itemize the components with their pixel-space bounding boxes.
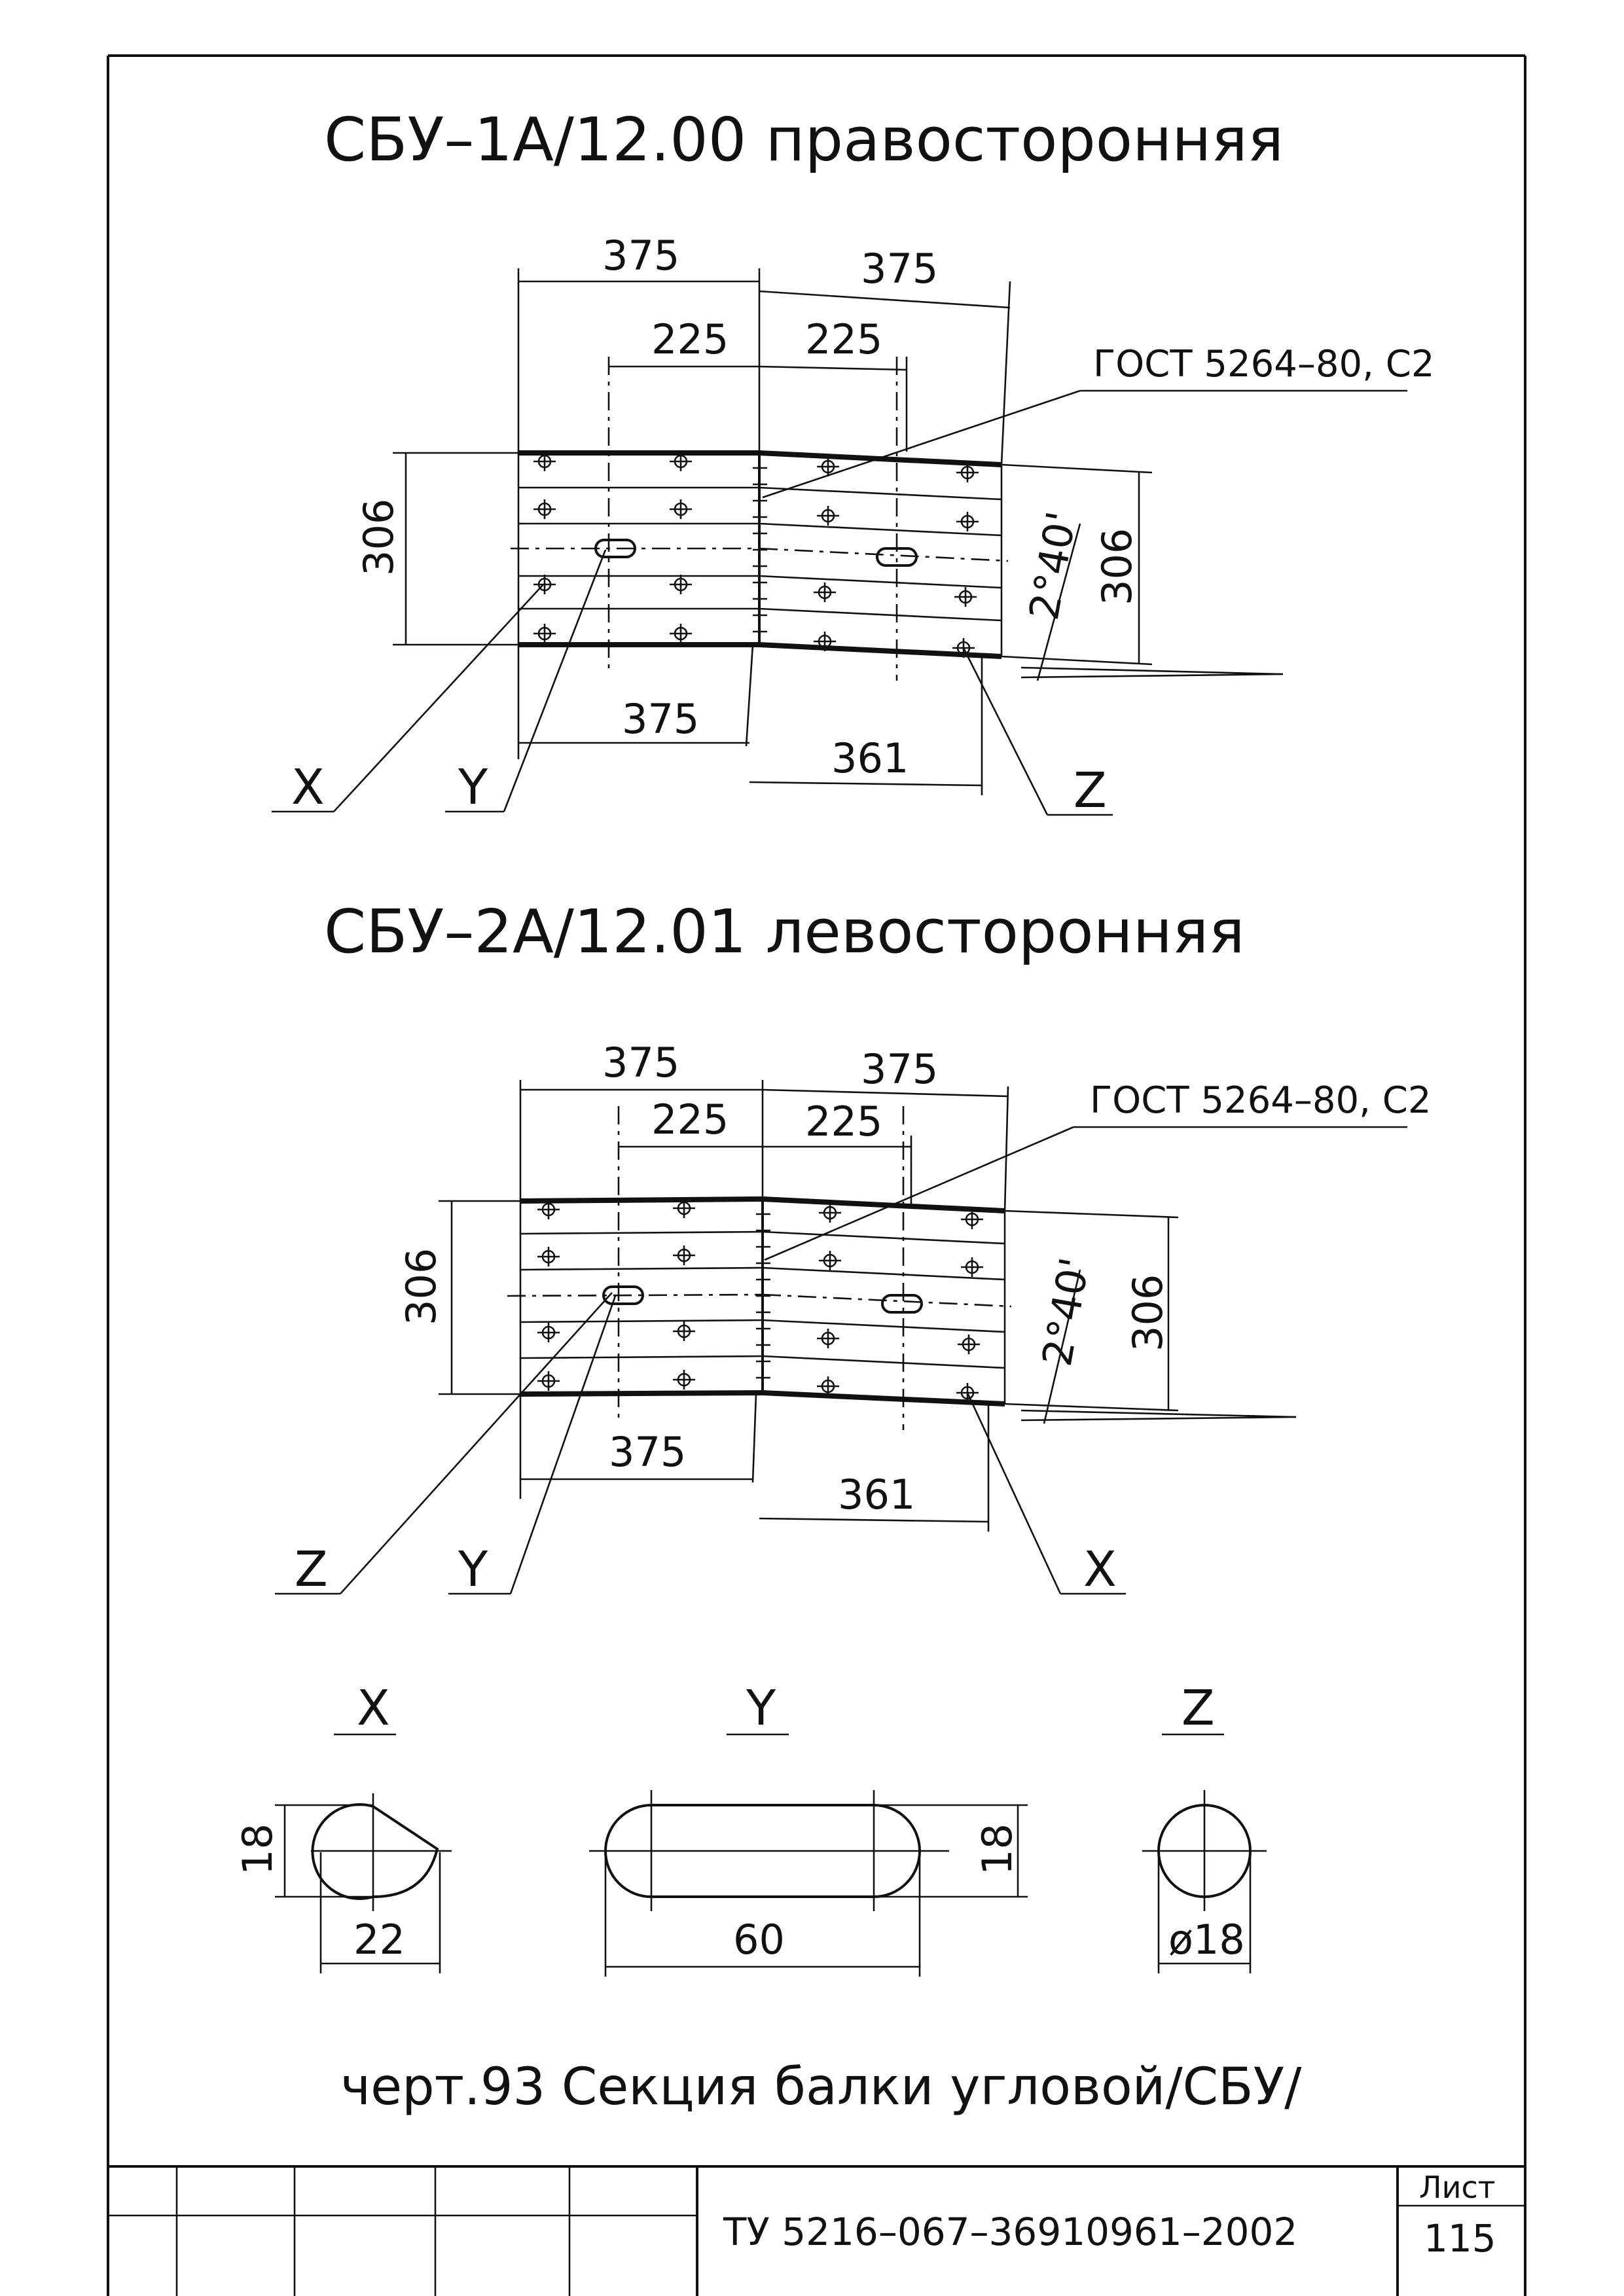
- top-gost-note: ГОСТ 5264–80, С2: [1093, 343, 1434, 386]
- detail-x: X 18 22: [234, 1680, 452, 1973]
- top-dim-375-left: 375: [602, 232, 679, 279]
- bottom-dim-375-bottom: 375: [609, 1428, 686, 1476]
- detail-y-width: 60: [733, 1916, 785, 1964]
- stamp-sheet-label: Лист: [1419, 2170, 1496, 2205]
- bottom-gost-note: ГОСТ 5264–80, С2: [1090, 1079, 1431, 1122]
- detail-z: Z ø18: [1142, 1680, 1267, 1973]
- top-dim-angle: 2°40': [1020, 508, 1086, 624]
- top-dim-361-bottom: 361: [831, 734, 909, 782]
- detail-y-height: 18: [973, 1823, 1021, 1875]
- top-callout-y: Y: [458, 759, 488, 816]
- sheet-frame: [107, 54, 1526, 2296]
- bottom-beam-drawing: [275, 1080, 1407, 1595]
- bottom-dim-361-bottom: 361: [838, 1471, 915, 1518]
- top-dim-375-right: 375: [861, 245, 938, 293]
- bottom-dim-375-left: 375: [602, 1039, 679, 1086]
- detail-z-diameter: ø18: [1168, 1916, 1245, 1964]
- detail-x-label: X: [357, 1680, 390, 1736]
- bottom-callout-y: Y: [458, 1541, 488, 1598]
- top-dim-306-right: 306: [1093, 528, 1141, 605]
- bottom-callout-z: Z: [295, 1541, 328, 1598]
- title-block: ТУ 5216–067–36910961–2002 Лист 115: [108, 2165, 1525, 2296]
- top-callout-x: X: [291, 759, 325, 816]
- top-drawing-title: СБУ–1А/12.00 правосторонняя: [324, 105, 1284, 175]
- bottom-dim-306-right: 306: [1124, 1274, 1172, 1352]
- bottom-dim-306-left: 306: [397, 1248, 445, 1325]
- bottom-drawing-title: СБУ–2А/12.01 левосторонняя: [324, 897, 1245, 967]
- top-beam-drawing: [272, 268, 1407, 816]
- top-dim-225-right: 225: [805, 315, 882, 363]
- detail-y: Y 18 60: [589, 1680, 1028, 1977]
- detail-y-label: Y: [746, 1680, 776, 1736]
- top-dim-306-left: 306: [355, 499, 403, 576]
- bottom-dimension-labels: 375 375 225 225 306 306 2°40' 375 361 ГО…: [295, 1039, 1431, 1598]
- detail-x-height: 18: [234, 1823, 281, 1875]
- bottom-callout-x: X: [1083, 1541, 1117, 1598]
- bottom-dim-angle: 2°40': [1033, 1254, 1099, 1370]
- top-dimension-labels: 375 375 225 225 306 306 2°40' 375 361 ГО…: [291, 232, 1434, 819]
- stamp-sheet-number: 115: [1424, 2216, 1496, 2261]
- bottom-dim-225-right: 225: [805, 1098, 882, 1145]
- detail-x-width: 22: [353, 1916, 405, 1964]
- top-callout-z: Z: [1074, 762, 1107, 819]
- bottom-dim-225-left: 225: [651, 1096, 729, 1143]
- detail-z-label: Z: [1182, 1680, 1215, 1736]
- top-dim-225-left: 225: [651, 315, 729, 363]
- top-dim-375-bottom: 375: [622, 695, 699, 743]
- drawing-caption: черт.93 Секция балки угловой/СБУ/: [340, 2058, 1302, 2117]
- bottom-dim-375-right: 375: [861, 1045, 938, 1093]
- stamp-doc-number: ТУ 5216–067–36910961–2002: [723, 2210, 1297, 2254]
